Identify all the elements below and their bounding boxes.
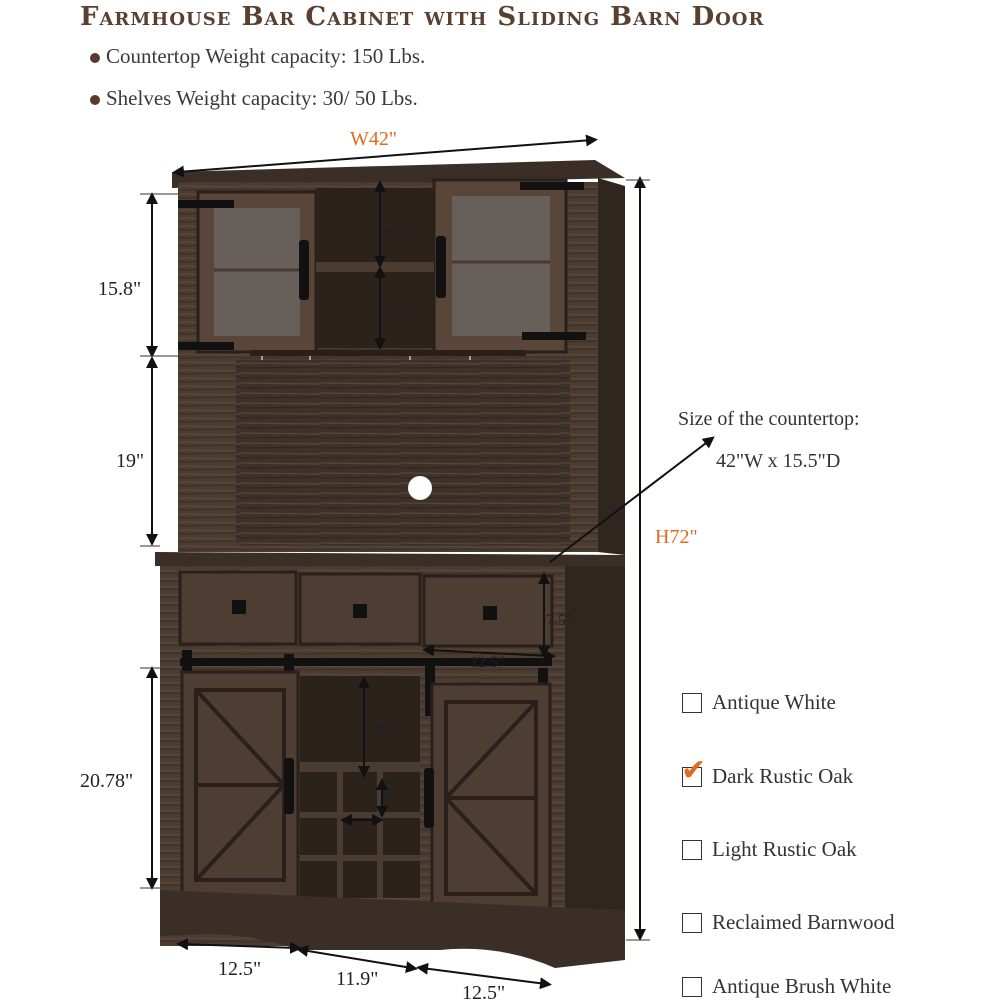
- countertop-size: 42"W x 15.5"D: [716, 450, 841, 472]
- color-option-label: Antique White: [712, 690, 836, 714]
- spec-text: Countertop Weight capacity: 150 Lbs.: [106, 44, 426, 68]
- checkbox-icon[interactable]: [682, 692, 702, 713]
- color-option-dark-rustic-oak[interactable]: ✔Dark Rustic Oak: [681, 755, 854, 789]
- checkbox-icon[interactable]: [682, 912, 702, 933]
- height-label: H72": [655, 526, 698, 548]
- product-title: Farmhouse Bar Cabinet with Sliding Barn …: [80, 2, 765, 32]
- color-option-antique-brush-white[interactable]: Antique Brush White: [682, 974, 891, 999]
- spec-text: Shelves Weight capacity: 30/ 50 Lbs.: [106, 86, 418, 110]
- color-option-label: Light Rustic Oak: [712, 837, 857, 861]
- bullet-icon: [90, 95, 100, 106]
- spec-countertop: Countertop Weight capacity: 150 Lbs.: [90, 44, 425, 69]
- countertop-label: Size of the countertop:: [678, 408, 860, 430]
- color-option-light-rustic-oak[interactable]: Light Rustic Oak: [682, 837, 857, 862]
- open-shelf-height-label: 19": [116, 450, 145, 472]
- center-width-label: 11.9": [336, 968, 379, 990]
- color-option-reclaimed-barnwood[interactable]: Reclaimed Barnwood: [682, 910, 895, 935]
- checkmark-icon: ✔: [681, 752, 707, 788]
- drawer-width-label: 12.5": [470, 654, 505, 671]
- hutch-height-label: 15.8": [98, 278, 142, 300]
- cube-height-label: 4": [384, 790, 395, 804]
- width-label: W42": [350, 128, 398, 150]
- checkbox-checked-icon[interactable]: ✔: [681, 755, 706, 787]
- right-door-width-label: 12.5": [462, 982, 506, 1004]
- left-door-width-label: 12.5": [218, 958, 262, 980]
- color-option-label: Reclaimed Barnwood: [712, 910, 895, 934]
- cube-width-label: 4": [354, 822, 365, 836]
- checkbox-icon[interactable]: [682, 976, 702, 997]
- bullet-icon: [90, 53, 100, 64]
- drawer-height-label: 7.5": [546, 612, 573, 629]
- upper-shelf-1-label: 7.3": [386, 228, 413, 245]
- lower-door-height-label: 20.78": [80, 770, 134, 792]
- spec-shelves: Shelves Weight capacity: 30/ 50 Lbs.: [90, 86, 418, 111]
- color-option-label: Antique Brush White: [712, 974, 892, 998]
- upper-shelf-2-label: 7.3": [386, 306, 413, 323]
- checkbox-icon[interactable]: [682, 839, 702, 860]
- wine-space-label: 8.8": [376, 722, 403, 739]
- color-option-antique-white[interactable]: Antique White: [682, 690, 836, 715]
- color-option-label: Dark Rustic Oak: [712, 764, 854, 788]
